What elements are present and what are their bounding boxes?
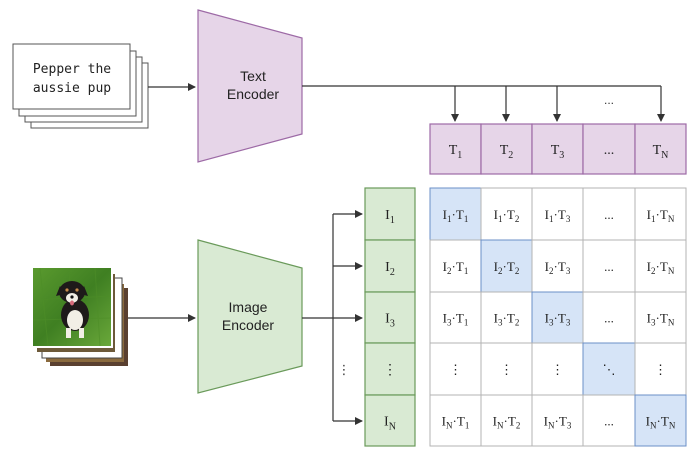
matrix-cell-label: I2·T2 [494,259,520,276]
matrix-cell-label: ... [604,311,614,326]
matrix-cell: ... [582,291,636,344]
matrix-cell-diagonal: IN·TN [634,394,687,447]
matrix-cell: I2·TN [634,239,687,293]
matrix-cell: I1·T3 [531,187,584,241]
dog-photo [32,267,112,347]
matrix-cell: I3·TN [634,291,687,344]
image-encoder: Image Encoder [197,239,303,394]
matrix-cell-diagonal: ⋱ [582,342,636,396]
matrix-cell-label: I1·TN [647,207,675,224]
image-encoder-label-1: Image [229,299,268,315]
image-feature-cell: I3 [364,291,416,344]
matrix-cell: I2·T3 [531,239,584,293]
matrix-cell: ⋮ [429,342,482,396]
image-feature-cell: I2 [364,239,416,293]
text-feature-label: T2 [500,143,514,161]
matrix-cell: I1·TN [634,187,687,241]
matrix-cell-label: ... [604,259,614,274]
matrix-cell-label: I3·T3 [545,311,571,328]
matrix-cell: I3·T2 [480,291,533,344]
text-encoder: Text Encoder [197,9,303,163]
image-feature-cell: IN [364,394,416,447]
matrix-cell-label: I3·TN [647,311,675,328]
matrix-cell-label: I2·T3 [545,259,571,276]
matrix-cell-label: IN·TN [646,414,676,431]
text-feature-cell: T3 [531,123,584,175]
matrix-cell-label: I2·T1 [443,259,469,276]
text-feature-row: T1 T2 T3... TN [429,123,687,175]
matrix-cell-label: I2·TN [647,259,675,276]
image-feature-label: I3 [385,312,395,330]
similarity-matrix: I1·T1 I1·T2 I1·T3... I1·TN I2·T1 I2·T2 I2·T3..… [429,187,687,447]
matrix-cell-label: ... [604,414,614,429]
matrix-cell: ... [582,187,636,241]
text-feature-cell: TN [634,123,687,175]
matrix-cell: ... [582,394,636,447]
image-feature-connectors: ⋮ [302,210,363,425]
text-feature-label: T3 [551,143,565,161]
top-dots: ... [604,93,614,107]
text-input-line1: Pepper the [33,62,111,77]
matrix-cell-label: I1·T1 [443,207,469,224]
image-input-stack [32,267,128,366]
matrix-cell-label: IN·T2 [493,414,521,431]
matrix-cell-label: ⋮ [449,362,462,377]
matrix-cell: ... [582,239,636,293]
text-input-stack: Pepper the aussie pup [12,43,149,129]
matrix-cell-label: I1·T2 [494,207,520,224]
matrix-cell-label: I3·T2 [494,311,520,328]
left-dots: ⋮ [338,362,351,377]
matrix-cell-label: ... [604,207,614,222]
matrix-cell: I2·T1 [429,239,482,293]
text-feature-cell: ... [582,123,636,175]
matrix-cell-label: ⋮ [551,362,564,377]
matrix-cell-diagonal: I3·T3 [531,291,584,344]
text-feature-cell: T1 [429,123,482,175]
text-feature-label: T1 [449,143,463,161]
text-feature-label: ... [604,143,615,158]
matrix-cell-label: IN·T3 [544,414,572,431]
text-feature-connectors: ... [302,85,665,122]
image-encoder-label-2: Encoder [222,317,274,333]
matrix-cell: IN·T2 [480,394,533,447]
matrix-cell-diagonal: I2·T2 [480,239,533,293]
image-feature-cell: ⋮ [364,342,416,396]
text-encoder-label-1: Text [240,68,266,84]
matrix-cell-label: ⋮ [500,362,513,377]
image-feature-cell: I1 [364,187,416,241]
matrix-cell: IN·T1 [429,394,482,447]
image-feature-label: I2 [385,260,395,278]
matrix-cell-label: I1·T3 [545,207,571,224]
image-feature-label: ⋮ [383,363,397,378]
text-feature-cell: T2 [480,123,533,175]
text-encoder-label-2: Encoder [227,86,279,102]
matrix-cell-label: IN·T1 [442,414,470,431]
matrix-cell-label: ⋮ [654,362,667,377]
matrix-cell-diagonal: I1·T1 [429,187,482,241]
matrix-cell: ⋮ [531,342,584,396]
text-input-line2: aussie pup [33,81,111,96]
matrix-cell: I3·T1 [429,291,482,344]
image-feature-label: IN [384,415,396,433]
text-feature-label: TN [653,143,669,161]
image-feature-label: I1 [385,208,395,226]
matrix-cell-label: I3·T1 [443,311,469,328]
matrix-cell: I1·T2 [480,187,533,241]
matrix-cell: ⋮ [634,342,687,396]
matrix-cell-label: ⋱ [603,362,616,377]
matrix-cell: IN·T3 [531,394,584,447]
matrix-cell: ⋮ [480,342,533,396]
